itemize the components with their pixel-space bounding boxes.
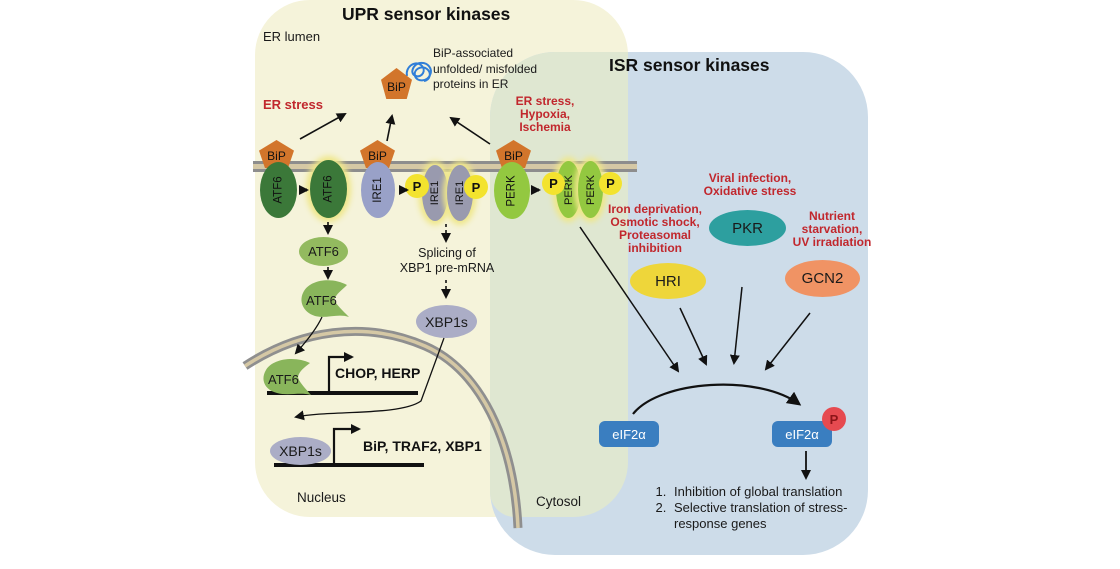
- viral-infection-label: Viral infection, Oxidative stress: [703, 171, 797, 198]
- cytosol-label: Cytosol: [536, 494, 582, 509]
- splicing-note: Splicing of XBP1 pre-mRNA: [399, 246, 495, 275]
- isr-outcomes: Inhibition of global translation Selecti…: [648, 484, 875, 532]
- isr-title: ISR sensor kinases: [609, 55, 770, 75]
- pkr-kinase: PKR: [709, 210, 786, 246]
- xbp1s-target-genes: BiP, TRAF2, XBP1: [363, 438, 482, 454]
- iron-deprivation-label: Iron deprivation, Osmotic shock, Proteas…: [607, 202, 702, 255]
- phospho-eif2a-red: P: [822, 407, 846, 431]
- phospho-ire1-right: P: [464, 175, 488, 199]
- atf6-sensor-active: ATF6: [310, 160, 347, 218]
- hri-kinase: HRI: [630, 263, 706, 299]
- perk-dimer-right: PERK: [578, 161, 603, 218]
- outcome-item-2: Selective translation of stress-response…: [670, 500, 875, 532]
- atf6-released: ATF6: [299, 237, 348, 266]
- er-stress-label: ER stress: [263, 97, 323, 112]
- atf6-cleaved-label: ATF6: [306, 293, 337, 308]
- nutrient-starvation-label: Nutrient starvation, UV irradiation: [792, 209, 872, 249]
- xbp1s-cytosol: XBP1s: [416, 305, 477, 338]
- gcn2-kinase: GCN2: [785, 260, 860, 297]
- atf6-sensor-inactive: ATF6: [260, 162, 297, 218]
- er-stress-hypoxia-ischemia-label: ER stress, Hypoxia, Ischemia: [515, 94, 575, 134]
- phospho-perk-left: P: [542, 172, 565, 195]
- bip-associated-note: BiP-associated unfolded/ misfolded prote…: [433, 46, 538, 92]
- nucleus-label: Nucleus: [297, 490, 346, 505]
- upr-title: UPR sensor kinases: [342, 4, 511, 24]
- er-lumen-label: ER lumen: [263, 29, 321, 44]
- atf6-nucleus-label: ATF6: [268, 372, 299, 387]
- er-membrane: [253, 161, 637, 172]
- phospho-ire1-left: P: [405, 174, 429, 198]
- phospho-perk-right: P: [599, 172, 622, 195]
- atf6-target-genes: CHOP, HERP: [335, 365, 421, 381]
- perk-sensor-inactive: PERK: [494, 162, 530, 219]
- eif2a-phosphorylated: eIF2α: [772, 421, 832, 447]
- xbp1s-nucleus: XBP1s: [270, 437, 331, 465]
- outcome-item-1: Inhibition of global translation: [670, 484, 875, 500]
- ire1-sensor-inactive: IRE1: [361, 162, 395, 218]
- eif2a-unphosphorylated: eIF2α: [599, 421, 659, 447]
